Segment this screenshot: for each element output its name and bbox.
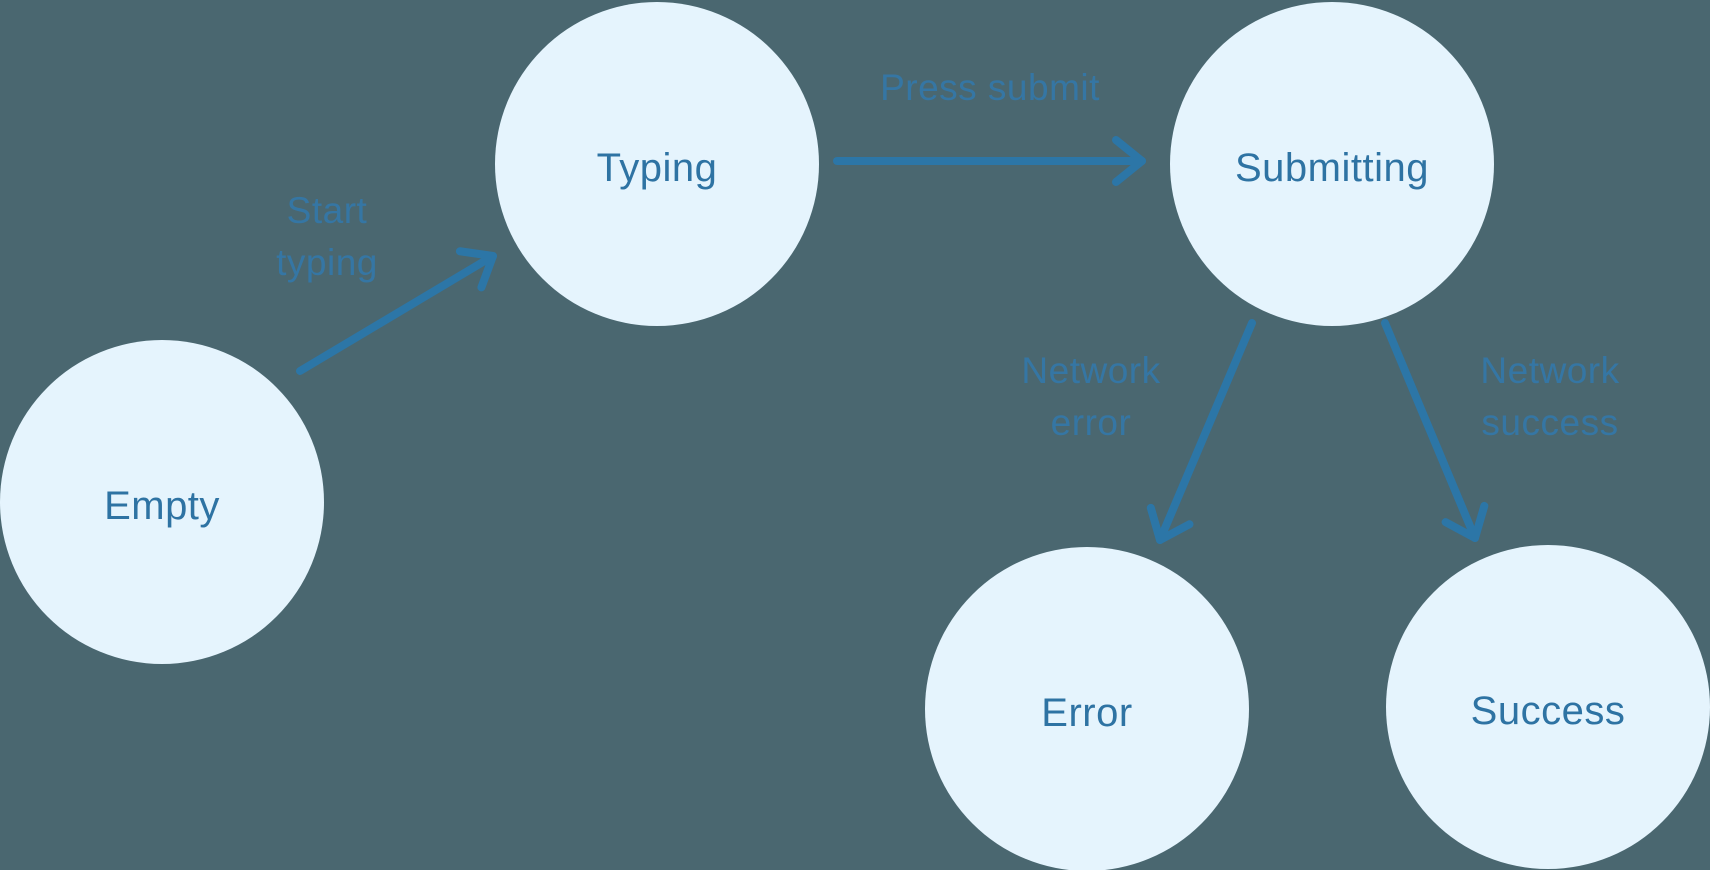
state-label-empty: Empty: [104, 483, 220, 528]
state-node-success: Success: [1386, 545, 1710, 869]
state-node-error: Error: [925, 547, 1249, 870]
edge-label-press-submit: Press submit: [880, 67, 1100, 108]
state-label-submitting: Submitting: [1235, 145, 1429, 190]
state-node-empty: Empty: [0, 340, 324, 664]
state-node-submitting: Submitting: [1170, 2, 1494, 326]
state-node-typing: Typing: [495, 2, 819, 326]
edge-arrow-submitting-to-error: [1146, 319, 1256, 544]
state-label-typing: Typing: [596, 145, 718, 190]
edge-arrow-submitting-to-success: [1381, 319, 1489, 542]
state-label-success: Success: [1470, 688, 1626, 733]
state-label-error: Error: [1041, 690, 1133, 735]
edge-label-network-error: Network error: [1021, 350, 1161, 443]
edge-label-start-typing: Start typing: [276, 190, 378, 283]
edge-label-network-success: Network success: [1480, 350, 1620, 443]
